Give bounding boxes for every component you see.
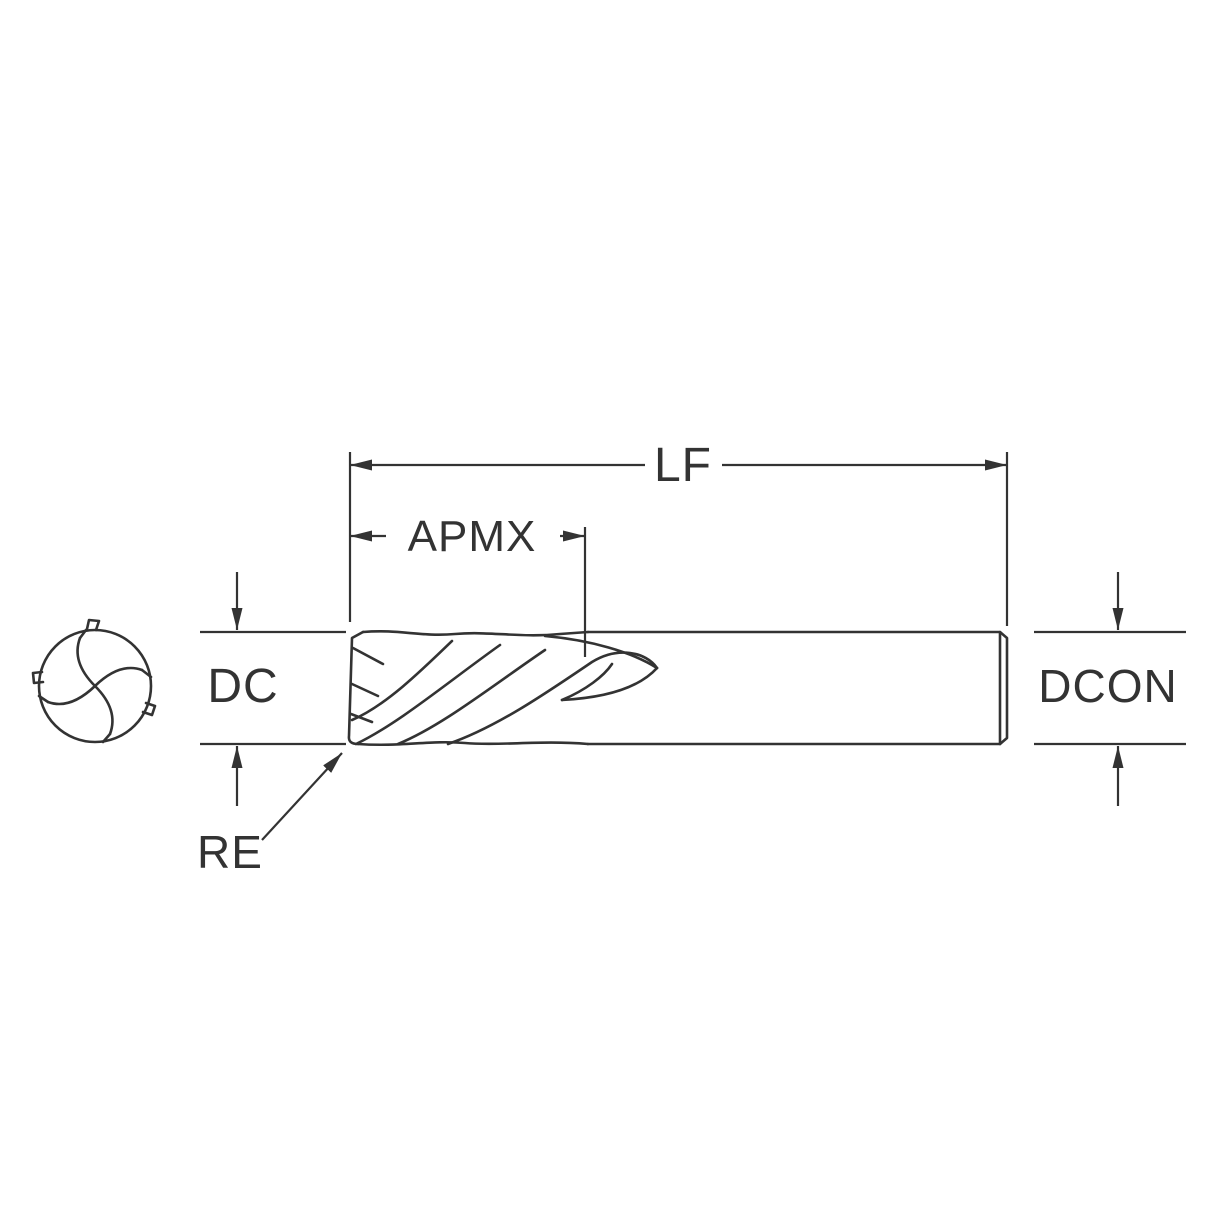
re-leader-line xyxy=(261,752,343,841)
end-view-flute-edge xyxy=(76,636,97,688)
flute-runout-lower xyxy=(560,666,659,702)
flute-helix xyxy=(354,643,502,746)
end-view-gash xyxy=(101,732,112,744)
dcon-label: DCON xyxy=(1038,660,1177,712)
side-view xyxy=(347,630,1009,747)
flute-helix xyxy=(396,648,547,746)
end-view-corner-tab xyxy=(141,701,157,717)
flute-helix xyxy=(350,639,454,722)
dimension-dcon: DCON xyxy=(1034,572,1186,806)
dimension-dc: DC xyxy=(200,572,346,806)
end-view-corner-tab xyxy=(31,670,45,685)
flute-runout-inner xyxy=(560,662,614,702)
end-view-gash xyxy=(140,668,153,679)
end-view-gash xyxy=(37,694,50,704)
flute-helix xyxy=(446,651,659,746)
flute-bottom-outline xyxy=(356,740,590,747)
dimension-re: RE xyxy=(197,752,343,878)
end-view xyxy=(31,618,157,744)
dc-label: DC xyxy=(207,660,278,713)
end-view-corner-tab xyxy=(85,618,101,632)
flute-top-outline xyxy=(361,630,590,637)
apmx-label: APMX xyxy=(408,512,537,561)
end-tooth-line xyxy=(349,712,374,724)
flute-runout-upper xyxy=(543,634,659,670)
end-view-flute-edge xyxy=(93,684,114,736)
end-view-flute-edge xyxy=(46,684,97,706)
end-tooth-line xyxy=(351,646,385,666)
end-tooth-line xyxy=(350,682,380,698)
end-view-gash xyxy=(78,628,88,640)
shank-outline xyxy=(586,630,1009,746)
dimension-apmx: APMX xyxy=(350,512,587,657)
lf-label: LF xyxy=(654,439,712,492)
re-label: RE xyxy=(197,826,263,878)
end-view-flute-edge xyxy=(93,666,144,688)
